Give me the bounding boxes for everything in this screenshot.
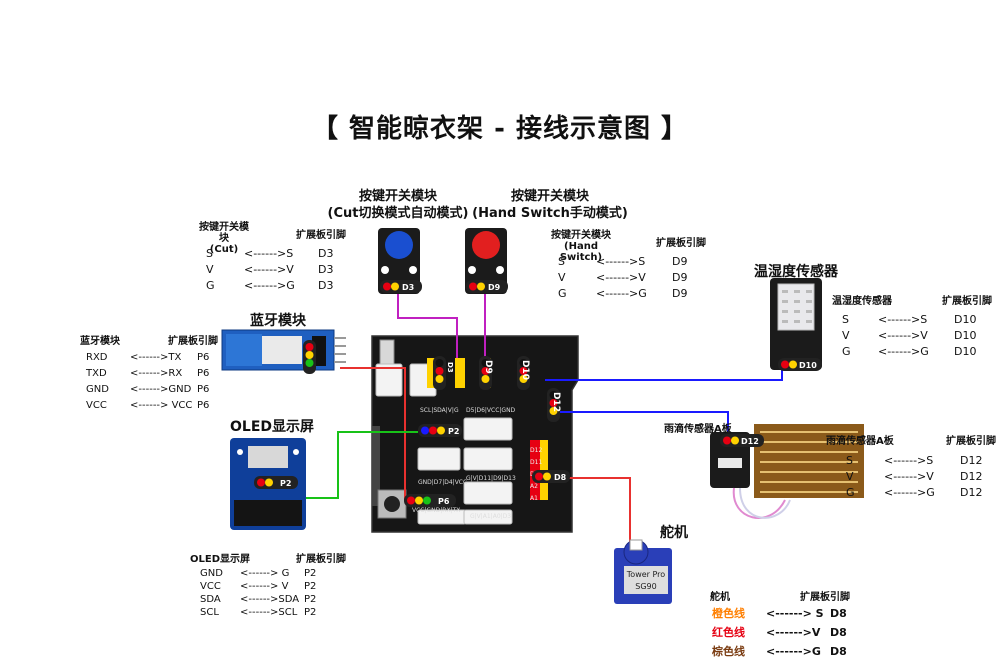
svg-text:G|V|D11|D9|D13: G|V|D11|D9|D13	[466, 475, 516, 482]
board-pin-d9: D9	[483, 360, 493, 374]
rain-sensor-module	[710, 424, 864, 519]
bluetooth-label: 蓝牙模块	[250, 313, 306, 329]
button-cut-module	[378, 228, 420, 294]
svg-text:D5|D6|VCC|GND: D5|D6|VCC|GND	[466, 407, 516, 414]
svg-text:G|V|A1|A0|D3: G|V|A1|A0|D3	[470, 513, 511, 520]
temperature-humidity-label: 温湿度传感器	[754, 264, 838, 280]
svg-text:D11: D11	[530, 459, 542, 466]
svg-text:A2: A2	[530, 483, 538, 490]
oled-label: OLED显示屏	[230, 419, 315, 435]
button-hand-label: 按键开关模块 (Hand Switch手动模式)	[472, 189, 628, 221]
button-cut-label: 按键开关模块 (Cut切换模式自动模式)	[327, 189, 469, 221]
pin-badges: D3 D9 D10 D12 P2 D3 P2 P6 D8	[254, 280, 822, 507]
board-pin-d10: D10	[520, 360, 530, 380]
svg-text:P2: P2	[448, 427, 459, 436]
svg-text:D12: D12	[530, 447, 542, 454]
svg-text:P2: P2	[280, 479, 291, 488]
expansion-board: SCL|SDA|V|G D5|D6|VCC|GND GND|D7|D4|VCC …	[371, 335, 579, 533]
svg-text:D9: D9	[488, 283, 501, 292]
svg-text:D12: D12	[741, 437, 759, 446]
temperature-humidity-module	[770, 278, 822, 370]
svg-text:P6: P6	[438, 497, 450, 506]
svg-text:D3: D3	[402, 283, 414, 292]
board-pin-d12: D12	[551, 392, 561, 412]
page-title: 【 智能晾衣架 - 接线示意图 】	[312, 114, 688, 144]
bluetooth-module	[221, 329, 346, 371]
svg-text:D3: D3	[446, 362, 454, 373]
svg-text:A1: A1	[530, 495, 538, 502]
servo-motor	[614, 539, 672, 604]
svg-text:VCC|GND|RX|TX: VCC|GND|RX|TX	[412, 507, 460, 514]
servo-model: SG90	[635, 582, 657, 591]
servo-label: 舵机	[660, 525, 688, 541]
rain-sensor-label: 雨滴传感器A板	[664, 424, 732, 435]
servo-brand: Tower Pro	[626, 570, 666, 579]
svg-text:SCL|SDA|V|G: SCL|SDA|V|G	[420, 407, 459, 414]
svg-text:D10: D10	[799, 361, 817, 370]
button-hand-module	[465, 228, 507, 294]
svg-text:GND|D7|D4|VCC: GND|D7|D4|VCC	[418, 479, 467, 486]
svg-text:D8: D8	[554, 473, 567, 482]
